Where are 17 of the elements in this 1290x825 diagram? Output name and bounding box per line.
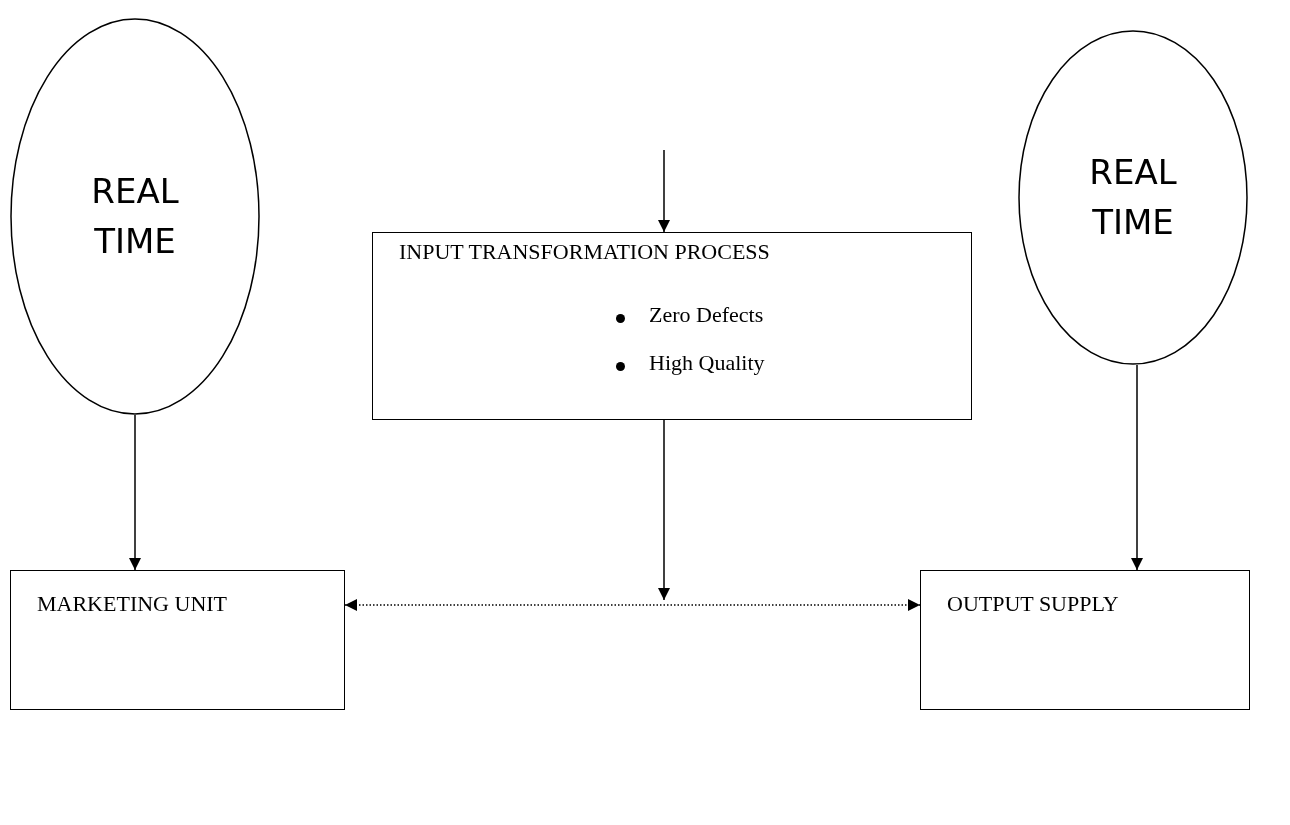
bullet-text: High Quality: [649, 350, 765, 376]
arrow: [658, 149, 670, 233]
arrow: [1131, 364, 1143, 571]
arrow: [129, 414, 141, 571]
node-text: OUTPUT SUPPLY: [947, 591, 1119, 617]
node-text: REAL TIME: [90, 170, 180, 263]
node-text: MARKETING UNIT: [37, 591, 228, 617]
bullet-text: Zero Defects: [649, 302, 764, 328]
box-title: INPUT TRANSFORMATION PROCESS: [399, 239, 770, 265]
arrow: [658, 419, 670, 601]
unit-box: [920, 570, 1250, 710]
process-box: [372, 232, 972, 420]
node-text: REAL TIME: [1088, 151, 1178, 244]
ellipse-node: [1018, 30, 1248, 365]
unit-box: [10, 570, 345, 710]
dotted-arrow: [344, 599, 921, 611]
ellipse-node: [10, 18, 260, 415]
